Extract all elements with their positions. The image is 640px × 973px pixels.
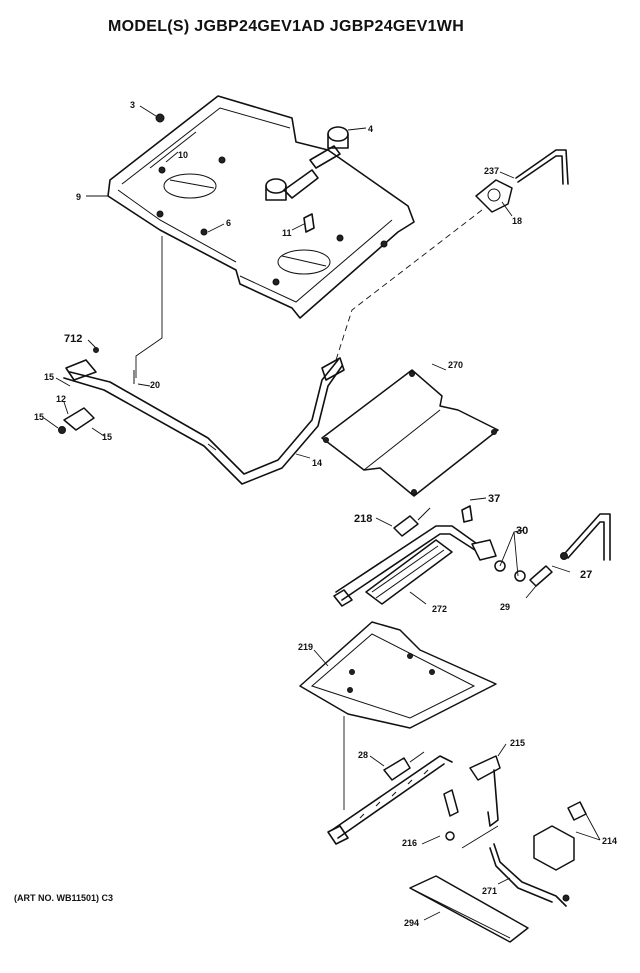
art-number: (ART NO. WB11501) C3 (14, 893, 114, 903)
burner-tube-14 (63, 357, 345, 485)
leader-frame-to-tube (135, 236, 163, 378)
gas-tube-237-inner (517, 155, 564, 185)
bracket-37-icon (461, 505, 473, 523)
fitting-27-icon (560, 552, 568, 560)
broil-burner-tube (333, 525, 481, 607)
callout-9: 9 (76, 192, 81, 202)
callout-4: 4 (368, 124, 373, 134)
broiler-pan-219 (299, 621, 497, 729)
model-title: MODEL(S) JGBP24GEV1AD JGBP24GEV1WH (108, 18, 465, 35)
callout-28: 28 (358, 750, 368, 760)
screw-10-icon (158, 166, 166, 174)
burner-valve-4b (265, 169, 319, 201)
callout-272: 272 (432, 604, 447, 614)
nut-216-icon (445, 831, 455, 841)
burner-box-frame (107, 95, 415, 319)
igniter-218 (393, 507, 431, 537)
spark-clip-11-icon (303, 213, 315, 233)
callout-6: 6 (226, 218, 231, 228)
callout-216: 216 (402, 838, 417, 848)
callout-294: 294 (404, 918, 419, 928)
callout-30: 30 (516, 525, 528, 537)
callout-271: 271 (482, 886, 497, 896)
gas-tube-27 (565, 513, 611, 561)
callout-29: 29 (500, 602, 510, 612)
callout-20: 20 (150, 380, 160, 390)
callout-15b: 15 (34, 412, 44, 422)
screw-6-icon (200, 228, 208, 236)
callout-270: 270 (448, 360, 463, 370)
dash-connector (335, 209, 483, 361)
callout-27: 27 (580, 569, 592, 581)
bracket-216 (443, 789, 459, 817)
callout-11: 11 (282, 228, 292, 238)
burner-valve-4 (309, 126, 349, 169)
thermostat-214 (533, 801, 587, 871)
burner-272 (365, 539, 453, 605)
screw-3-icon (155, 113, 165, 123)
fitting-271-icon (562, 894, 570, 902)
callout-3: 3 (130, 100, 135, 110)
callout-10: 10 (178, 150, 188, 160)
callout-15a: 15 (44, 372, 54, 382)
callout-712: 712 (64, 333, 82, 345)
callout-218: 218 (354, 513, 372, 525)
oven-burner-tube (327, 755, 453, 845)
callout-219: 219 (298, 642, 313, 652)
orifice-29 (529, 565, 553, 587)
callout-leaders (43, 105, 601, 921)
callout-214: 214 (602, 836, 617, 846)
callout-15c: 15 (102, 432, 112, 442)
bracket-294 (409, 875, 529, 943)
callout-labels: 3 4 10 9 6 11 237 18 712 15 12 15 15 20 … (34, 100, 617, 928)
callout-14: 14 (312, 458, 322, 468)
callout-215: 215 (510, 738, 525, 748)
orifice-holder-15 (58, 347, 99, 434)
bracket-215 (469, 755, 501, 827)
gas-tube-271 (489, 843, 567, 907)
igniter-28 (383, 751, 425, 781)
regulator-18 (475, 179, 513, 213)
callout-37: 37 (488, 493, 500, 505)
callout-18: 18 (512, 216, 522, 226)
gas-tube-237 (515, 149, 569, 185)
orifice-fittings-30 (471, 539, 526, 582)
leader-215 (461, 825, 499, 849)
burner-shield-270 (321, 369, 499, 497)
callout-12: 12 (56, 394, 66, 404)
callout-237: 237 (484, 166, 499, 176)
